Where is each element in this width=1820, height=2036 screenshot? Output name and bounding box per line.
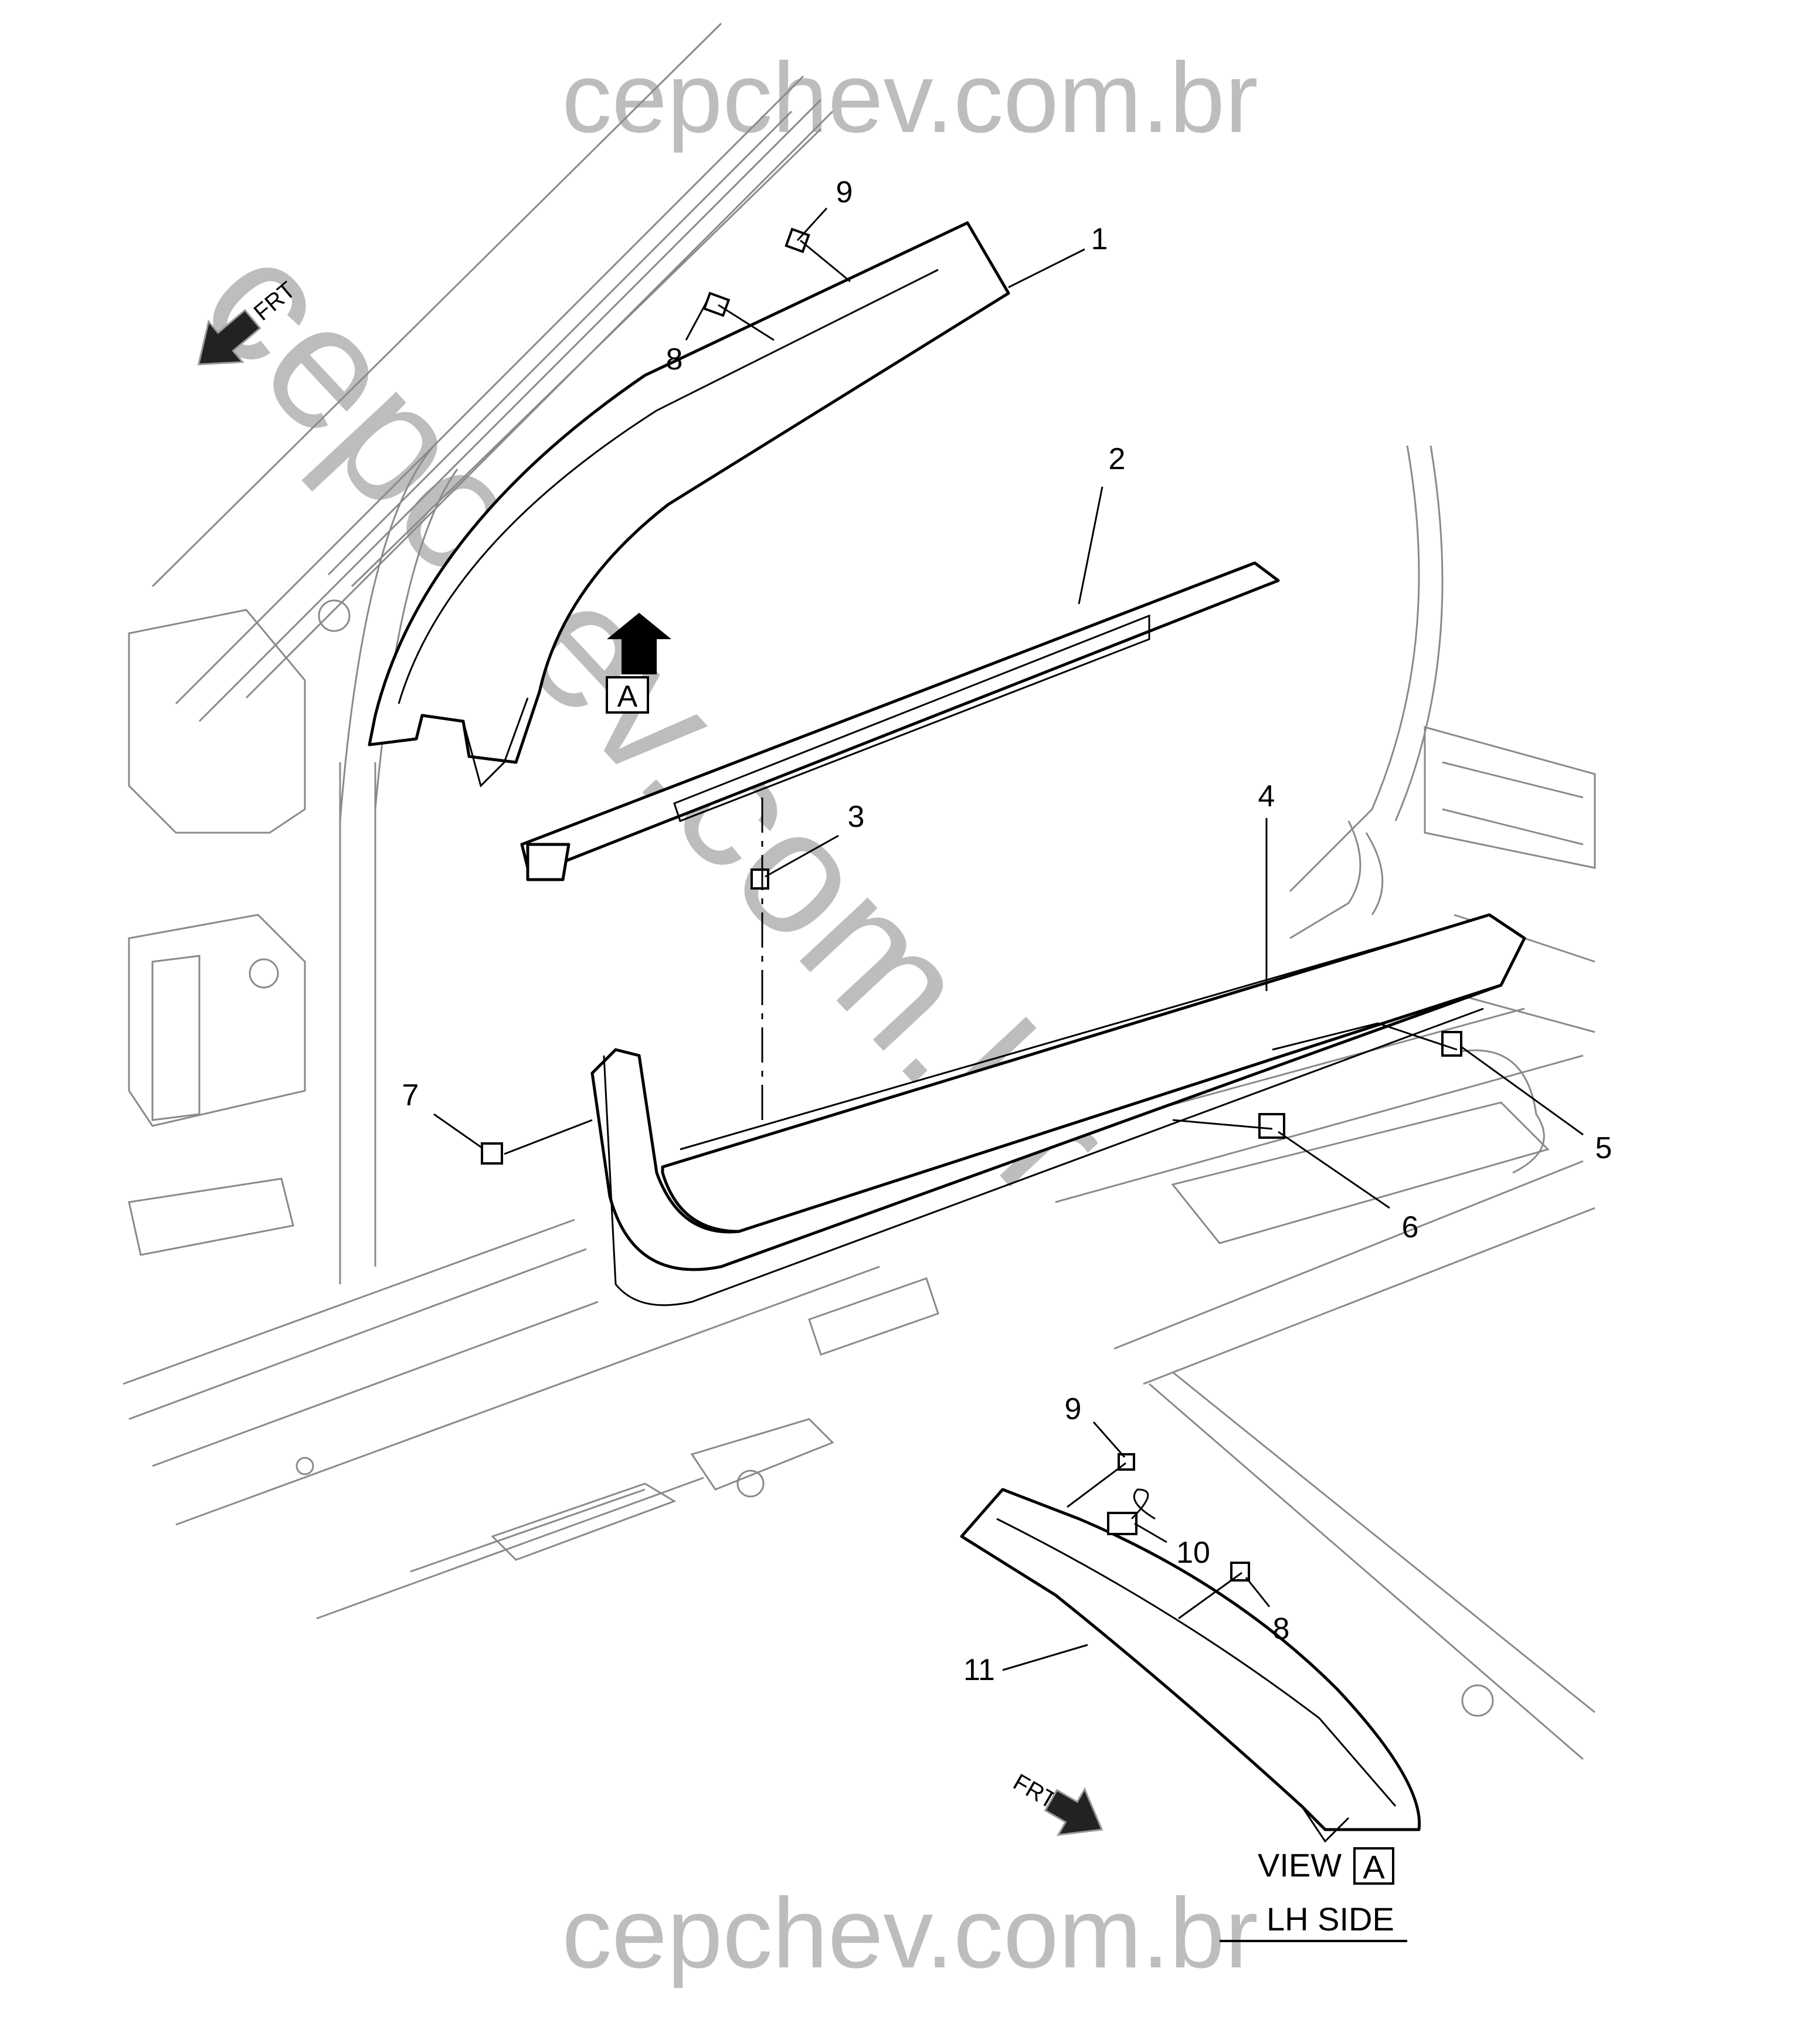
callout-10: 10 [1176,1536,1210,1570]
callout-4: 4 [1258,779,1275,813]
callout-2: 2 [1109,442,1126,476]
callout-1: 1 [1091,222,1108,256]
part-1-windshield-pillar-garnish [368,221,1010,788]
frt-arrow-lower: FRT [1009,1769,1103,1836]
callout-8-lower: 8 [1273,1612,1290,1646]
view-label-letter: A [1363,1848,1385,1885]
view-direction-arrow-icon [607,613,671,674]
callout-11: 11 [963,1653,995,1687]
clip-3 [751,868,769,890]
part-2-door-sill-plate [520,561,1280,881]
part-4-rocker-trim [590,913,1526,1307]
clip-8-upper [702,291,731,317]
assembly-lines [504,239,1458,1620]
watermark-bottom: cepchev.com.br [562,1878,1258,1989]
part-11-view-a-pillar-garnish [960,1488,1421,1843]
view-label: VIEW A LH SIDE [1220,1847,1407,1942]
callout-6: 6 [1402,1210,1419,1244]
clip-5 [1441,1031,1462,1057]
callout-9-lower: 9 [1065,1392,1082,1426]
callout-7: 7 [402,1078,419,1112]
clip-7 [481,1142,503,1165]
view-label-prefix: VIEW [1258,1847,1342,1884]
view-marker-letter: A [617,680,638,714]
connector-10 [1107,1512,1138,1535]
frt-arrow-right-icon [1044,1787,1103,1836]
callout-3: 3 [848,800,865,834]
view-a-marker: A [606,613,671,714]
callout-leaders [433,207,1584,1671]
frt-arrow-left-icon [197,308,262,366]
watermark-top: cepchev.com.br [562,42,1258,154]
callout-9-upper: 9 [836,175,853,209]
view-label-side: LH SIDE [1266,1901,1394,1937]
callout-8-upper: 8 [666,342,683,376]
callout-5: 5 [1595,1131,1612,1165]
